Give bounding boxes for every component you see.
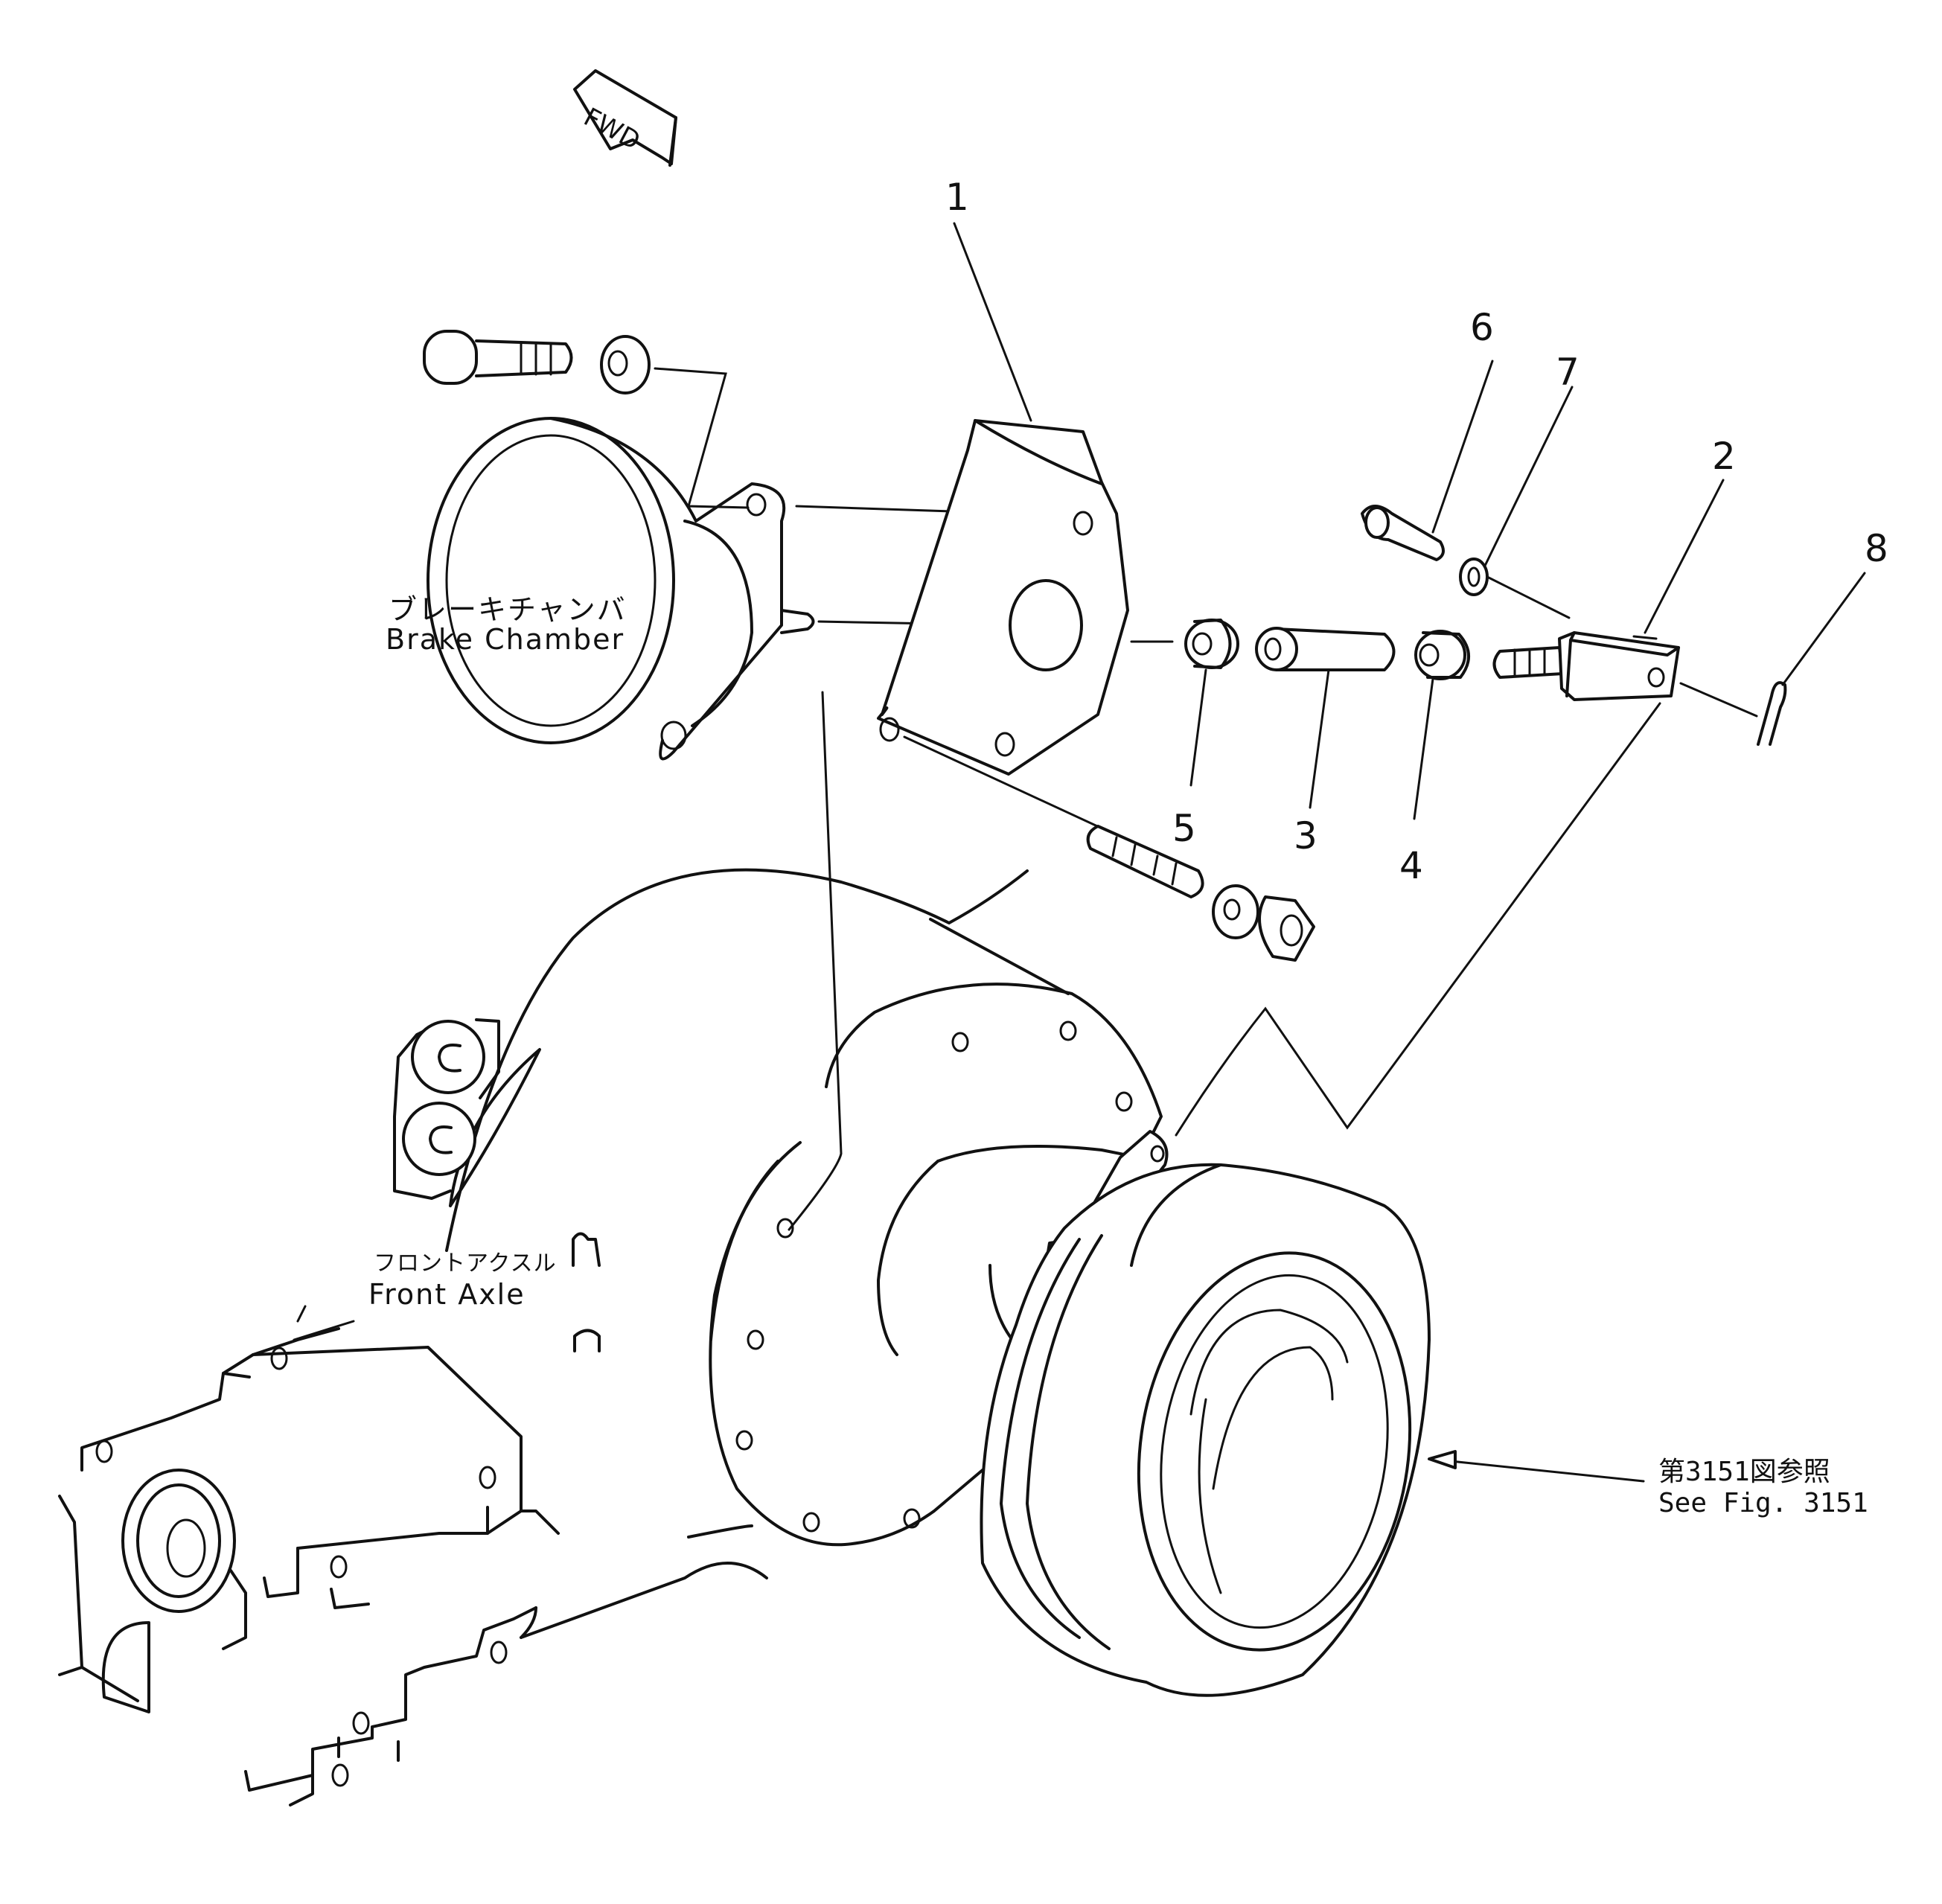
washer-icon (600, 335, 651, 394)
sleeve-3-icon (1255, 627, 1396, 671)
bolt-icon (423, 330, 573, 385)
hub-flange-icon (709, 983, 1163, 1547)
callout-8: 8 (1865, 527, 1888, 570)
cotter-pin-8-icon (1757, 681, 1787, 746)
brake-chamber-label-jp: ブレーキチャンバ (389, 593, 627, 626)
pin-6-icon (1361, 505, 1445, 561)
spacer-4-icon (1414, 630, 1470, 680)
bolt-heads-icon (572, 1232, 601, 1352)
brake-chamber-icon (427, 417, 815, 761)
callout-3: 3 (1294, 814, 1317, 857)
callout-5: 5 (1172, 807, 1196, 850)
stud-icon (1086, 825, 1204, 898)
axle-housing-icon (393, 868, 1070, 1252)
callout-1: 1 (945, 176, 969, 219)
pointer-arrow-icon (1428, 1450, 1645, 1483)
washer-7-icon (1459, 558, 1489, 596)
brake-drum-icon (980, 1163, 1431, 1697)
clevis-2-icon (1492, 631, 1680, 701)
bracket-icon (877, 419, 1129, 776)
front-axle-label-jp: フロントアクスル (374, 1250, 557, 1277)
spacer-5-icon (1184, 619, 1239, 669)
fwd-arrow-icon (573, 69, 677, 167)
see-fig-label-jp: 第3151図参照 (1658, 1457, 1830, 1487)
front-axle-label-en: Front Axle (368, 1278, 526, 1311)
callout-7: 7 (1556, 351, 1580, 394)
callout-4: 4 (1399, 844, 1423, 887)
brake-chamber-label-en: Brake Chamber (386, 623, 625, 656)
callout-6: 6 (1470, 306, 1494, 349)
see-fig-label-en: See Fig. 3151 (1658, 1488, 1868, 1518)
callout-2: 2 (1712, 435, 1736, 478)
nut-icon (1212, 884, 1315, 962)
front-axle-frame-icon (58, 1327, 768, 1806)
